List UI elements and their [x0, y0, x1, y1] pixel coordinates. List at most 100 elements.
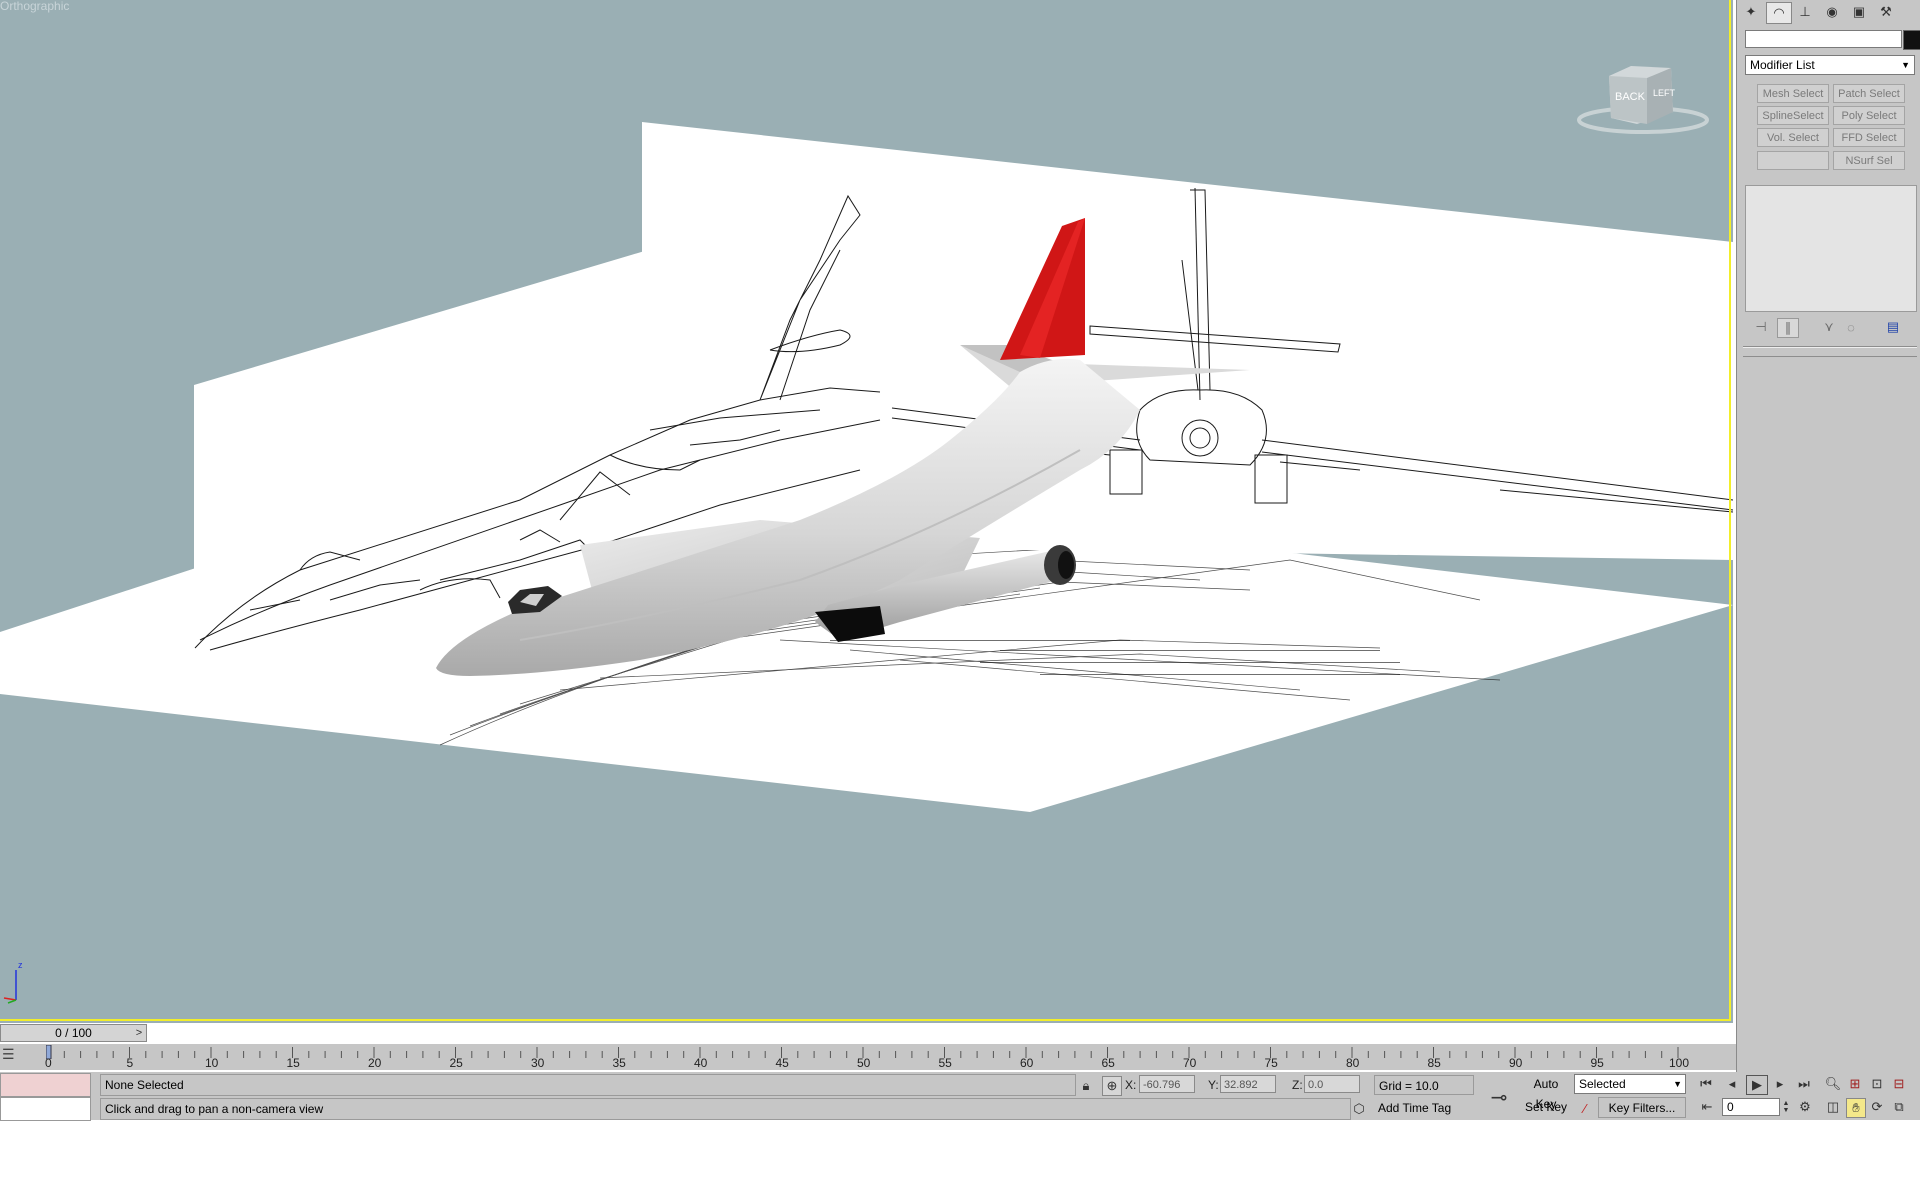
track-tick-label: 0	[45, 1056, 52, 1070]
prompt-line: Click and drag to pan a non-camera view	[100, 1098, 1351, 1120]
orbit-icon[interactable]: ⟳	[1871, 1099, 1883, 1114]
create-icon: ✦	[1745, 4, 1757, 19]
ground-dots	[830, 640, 1400, 675]
default-tangents-icon[interactable]: ⁄	[1583, 1100, 1587, 1116]
make-unique-icon[interactable]: ⋎	[1824, 319, 1834, 334]
pin-stack-icon[interactable]: ⊣	[1755, 319, 1767, 334]
z-coordinate-input[interactable]: 0.0	[1304, 1075, 1360, 1093]
maximize-viewport-icon[interactable]: ⧉	[1894, 1099, 1904, 1114]
go-to-start-icon[interactable]: ⏮	[1700, 1076, 1712, 1091]
utilities-tab[interactable]: ⚒	[1874, 2, 1898, 22]
maxscript-listener-input[interactable]	[0, 1073, 91, 1097]
track-tick-label: 55	[938, 1056, 952, 1070]
viewcube[interactable]: BACK LEFT	[1575, 62, 1711, 145]
set-key-button[interactable]: Set Key	[1524, 1100, 1568, 1114]
next-frame-icon[interactable]: ▸	[1776, 1076, 1784, 1091]
chevron-down-icon: ▼	[1901, 60, 1910, 70]
time-slider-next-arrow[interactable]: >	[135, 1027, 143, 1039]
viewport-label[interactable]: Orthographic	[0, 0, 70, 13]
key-mode-toggle-icon[interactable]: ⇤	[1701, 1099, 1713, 1114]
modifier-button[interactable]: Poly Select	[1833, 106, 1905, 125]
track-tick-label: 45	[775, 1056, 789, 1070]
go-to-end-icon[interactable]: ⏭	[1798, 1076, 1810, 1091]
track-tick-label: 20	[368, 1056, 382, 1070]
show-end-result-icon[interactable]: ∥	[1777, 318, 1799, 338]
add-time-tag-button[interactable]: Add Time Tag	[1378, 1101, 1452, 1115]
track-tick-label: 50	[857, 1056, 871, 1070]
transform-mode-icon[interactable]: ⊕	[1102, 1076, 1122, 1096]
pan-view-icon[interactable]: ✋︎	[1846, 1098, 1866, 1118]
motion-tab[interactable]: ◉	[1820, 2, 1844, 22]
track-bar-menu-icon[interactable]: ☰	[2, 1046, 15, 1062]
zoom-extents-all-icon[interactable]: ⊟	[1893, 1076, 1905, 1091]
perspective-viewport[interactable]: Orthographic BACK LEFT z	[0, 0, 1733, 1023]
selection-status: None Selected	[100, 1074, 1076, 1096]
panel-divider	[1743, 346, 1917, 348]
object-name-input[interactable]	[1745, 30, 1902, 48]
x-coordinate-input[interactable]: -60.796	[1139, 1075, 1195, 1093]
current-frame-marker[interactable]	[46, 1045, 52, 1059]
viewcube-graphic: BACK LEFT	[1577, 66, 1709, 134]
track-bar[interactable]	[0, 1044, 1736, 1070]
y-coordinate-input[interactable]: 32.892	[1220, 1075, 1276, 1093]
field-of-view-icon[interactable]: ◫	[1826, 1099, 1840, 1114]
previous-frame-icon[interactable]: ◂	[1728, 1076, 1736, 1091]
time-slider[interactable]: 0 / 100	[0, 1024, 147, 1042]
track-tick-label: 70	[1183, 1056, 1197, 1070]
x-coordinate-label: X:	[1125, 1078, 1137, 1092]
track-tick-label: 80	[1346, 1056, 1360, 1070]
configure-sets-icon[interactable]: ▤	[1886, 319, 1900, 334]
track-tick-label: 100	[1669, 1056, 1690, 1070]
modifier-button[interactable]: FFD Select	[1833, 128, 1905, 147]
zoom-all-icon[interactable]: ⊞	[1849, 1076, 1861, 1091]
track-tick-label: 10	[205, 1056, 219, 1070]
zoom-extents-icon[interactable]: ⊡	[1871, 1076, 1883, 1091]
track-tick-label: 85	[1427, 1056, 1441, 1070]
selection-lock-icon[interactable]: 🔒︎	[1082, 1078, 1090, 1093]
modifier-button[interactable]	[1757, 151, 1829, 170]
modifier-button[interactable]: NSurf Sel	[1833, 151, 1905, 170]
viewcube-left-face: LEFT	[1653, 88, 1676, 98]
time-configuration-icon[interactable]: ⚙	[1799, 1099, 1811, 1114]
modifier-button[interactable]: Vol. Select	[1757, 128, 1829, 147]
key-set-dropdown[interactable]: Selected ▼	[1574, 1074, 1686, 1094]
motion-icon: ◉	[1826, 4, 1838, 19]
modifier-button[interactable]: Patch Select	[1833, 84, 1905, 103]
track-tick-label: 65	[1101, 1056, 1115, 1070]
key-filters-button[interactable]: Key Filters...	[1598, 1097, 1686, 1118]
modify-icon: ◠	[1773, 5, 1785, 20]
track-tick-label: 95	[1590, 1056, 1604, 1070]
hierarchy-tab[interactable]: ⊥	[1793, 2, 1817, 22]
track-tick-label: 90	[1509, 1056, 1523, 1070]
modifier-button[interactable]: SplineSelect	[1757, 106, 1829, 125]
aircraft-fuselage	[436, 358, 1140, 676]
zoom-icon[interactable]: 🔍︎	[1824, 1076, 1842, 1091]
create-tab[interactable]: ✦	[1739, 2, 1763, 22]
track-tick-label: 40	[694, 1056, 708, 1070]
remove-modifier-icon[interactable]: ◌	[1847, 319, 1855, 335]
command-panel: ✦ ◠ ⊥ ◉ ▣ ⚒ Modifier List ▼ Mesh Select …	[1736, 0, 1920, 1120]
z-coordinate-label: Z:	[1292, 1078, 1303, 1092]
track-tick-label: 25	[449, 1056, 463, 1070]
current-frame-input[interactable]: 0	[1722, 1098, 1780, 1116]
modifier-list-dropdown[interactable]: Modifier List ▼	[1745, 55, 1915, 75]
modify-tab[interactable]: ◠	[1766, 2, 1792, 24]
scene-render	[0, 122, 1733, 812]
modifier-button[interactable]: Mesh Select	[1757, 84, 1829, 103]
modifier-stack-list[interactable]	[1745, 185, 1917, 312]
play-icon[interactable]: ▶	[1746, 1075, 1768, 1095]
track-tick-label: 30	[531, 1056, 545, 1070]
auto-key-button[interactable]: Auto Key	[1522, 1074, 1570, 1111]
display-tab[interactable]: ▣	[1847, 2, 1871, 22]
grid-spacing-readout: Grid = 10.0	[1374, 1075, 1474, 1095]
isolate-selection-icon[interactable]: ⬡	[1353, 1101, 1365, 1116]
maxscript-listener-output[interactable]	[0, 1097, 91, 1121]
object-color-swatch[interactable]	[1903, 30, 1920, 50]
set-key-icon[interactable]: ⊸	[1490, 1086, 1508, 1109]
track-tick-label: 15	[286, 1056, 300, 1070]
viewcube-back-face: BACK	[1615, 91, 1646, 103]
track-bar-ruler	[46, 1045, 1679, 1059]
aircraft-model	[436, 218, 1250, 676]
track-tick-label: 60	[1020, 1056, 1034, 1070]
frame-spinner[interactable]: ▲▼	[1782, 1100, 1790, 1114]
